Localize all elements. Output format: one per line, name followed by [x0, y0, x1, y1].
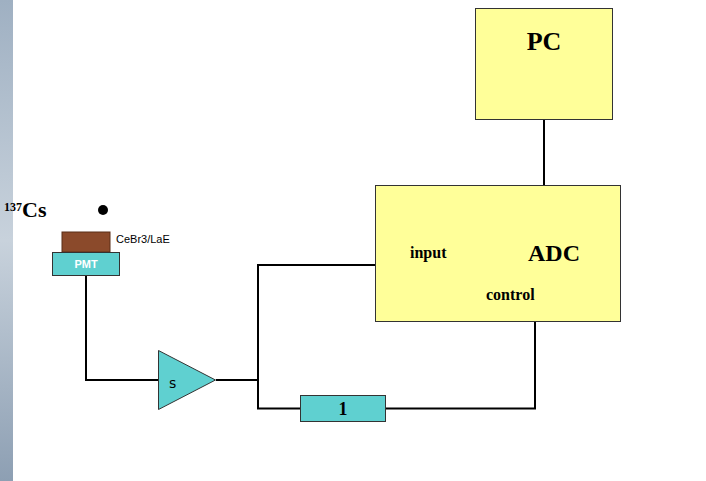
triangle-outline	[158, 350, 216, 410]
node-label: s	[169, 376, 176, 390]
port-label: control	[486, 287, 535, 303]
delay-box: 1	[300, 395, 386, 422]
wire-line	[543, 120, 545, 185]
wire-line	[216, 380, 300, 409]
wire-line	[216, 265, 375, 380]
signal-wire	[216, 380, 300, 409]
triangle-shape	[159, 351, 216, 410]
amplifier-triangle: s	[158, 350, 216, 410]
wire-line	[86, 276, 158, 380]
computer-box: PC	[475, 8, 613, 120]
isotope-mass: 137	[4, 201, 22, 213]
source-dot	[98, 205, 108, 215]
node-label: 1	[339, 400, 348, 418]
crystal-label: CeBr3/LaE	[116, 234, 170, 245]
background-strip	[0, 0, 13, 481]
wire-line	[386, 322, 535, 409]
pmt-box: PMT	[52, 252, 120, 276]
isotope-symbol: Cs	[22, 199, 46, 221]
signal-wire	[386, 322, 535, 409]
signal-wire	[544, 120, 545, 185]
node-label: PC	[527, 29, 562, 55]
node-label: PMT	[74, 259, 97, 270]
node-label: ADC	[528, 241, 580, 265]
port-label: input	[410, 245, 446, 261]
scintillator-crystal	[62, 232, 110, 252]
adc-box: ADC input control	[375, 185, 621, 322]
signal-wire	[216, 265, 375, 380]
signal-wire	[86, 276, 158, 380]
